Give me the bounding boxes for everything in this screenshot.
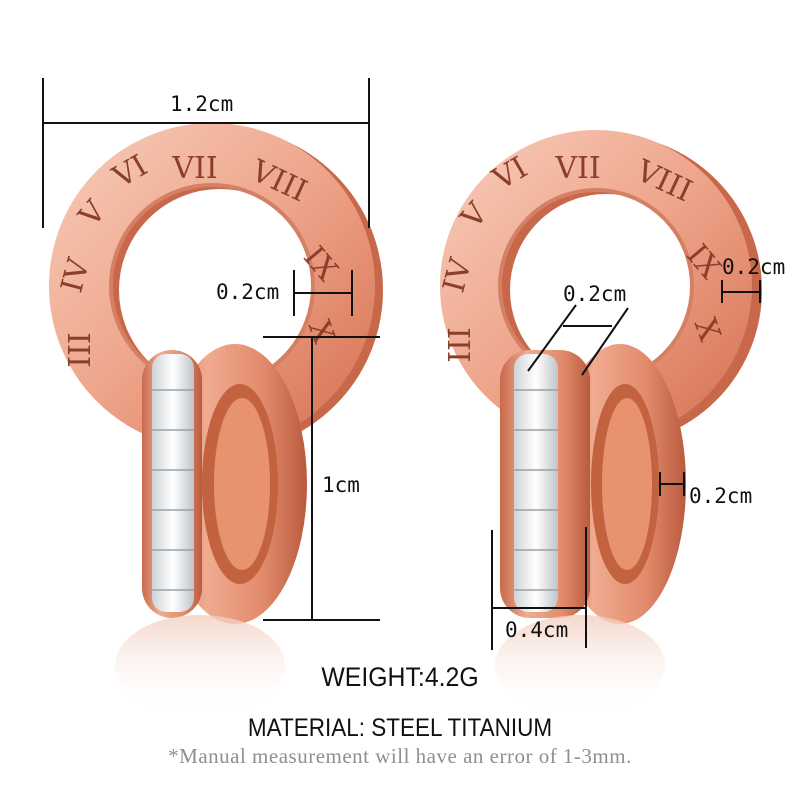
svg-text:VII: VII (554, 151, 600, 186)
svg-text:III: III (443, 327, 478, 363)
label-depth: 0.4cm (505, 618, 569, 642)
measurement-note: *Manual measurement will have an error o… (168, 744, 632, 768)
label-crystal-band: 0.2cm (563, 282, 627, 306)
weight-text: WEIGHT:4.2G (321, 662, 479, 692)
label-width: 1.2cm (170, 92, 234, 116)
svg-text:III: III (63, 332, 98, 368)
material-text: MATERIAL: STEEL TITANIUM (247, 714, 553, 742)
left-earring: III IV V VI VII VIII IX X (49, 123, 383, 715)
right-earring: III IV V VI VII VIII IX X (437, 130, 762, 715)
label-ring-thickness-left: 0.2cm (216, 280, 280, 304)
svg-text:VII: VII (171, 151, 217, 186)
label-inner-ring: 0.2cm (689, 484, 753, 508)
dimension-lines (42, 78, 761, 650)
label-ring-edge-right: 0.2cm (722, 255, 786, 279)
label-height: 1cm (322, 473, 360, 497)
